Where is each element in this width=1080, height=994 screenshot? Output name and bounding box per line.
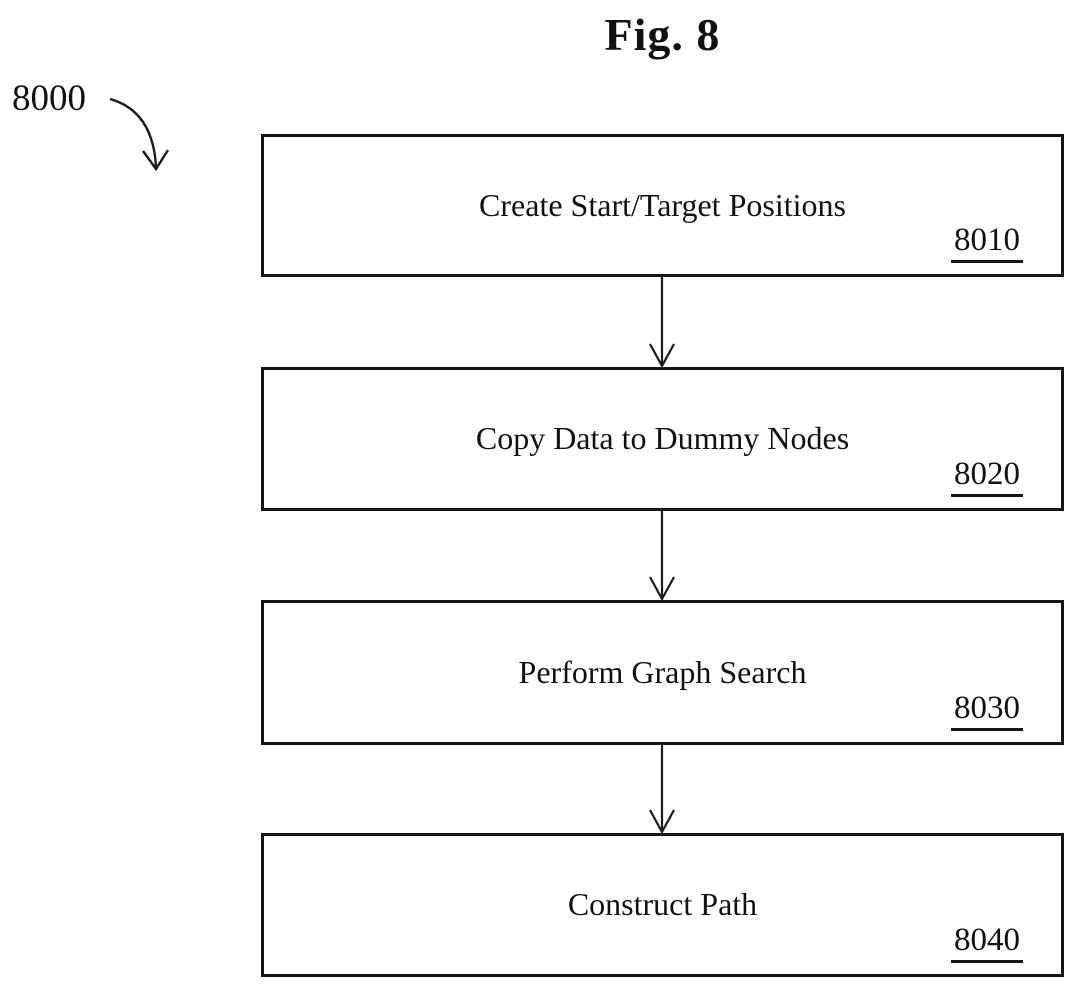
step-label: Create Start/Target Positions <box>479 186 846 223</box>
step-reference-number: 8010 <box>951 224 1023 263</box>
flow-arrow-1 <box>649 277 675 369</box>
flow-arrow-3 <box>649 745 675 835</box>
step-reference-number: 8020 <box>951 458 1023 497</box>
flow-step-create-start-target-positions: Create Start/Target Positions 8010 <box>261 134 1064 277</box>
flow-step-perform-graph-search: Perform Graph Search 8030 <box>261 600 1064 745</box>
figure-title: Fig. 8 <box>604 9 721 60</box>
flow-arrow-2 <box>649 511 675 602</box>
step-label: Perform Graph Search <box>518 653 807 690</box>
step-label: Copy Data to Dummy Nodes <box>475 420 850 457</box>
step-reference-number: 8040 <box>951 924 1023 963</box>
flow-step-copy-data-to-dummy-nodes: Copy Data to Dummy Nodes 8020 <box>261 367 1064 511</box>
figure-reference-label: 8000 <box>12 78 86 119</box>
step-reference-number: 8030 <box>951 692 1023 731</box>
step-label: Construct Path <box>567 886 758 923</box>
flow-step-construct-path: Construct Path 8040 <box>261 833 1064 977</box>
reference-curved-arrow <box>109 97 170 172</box>
